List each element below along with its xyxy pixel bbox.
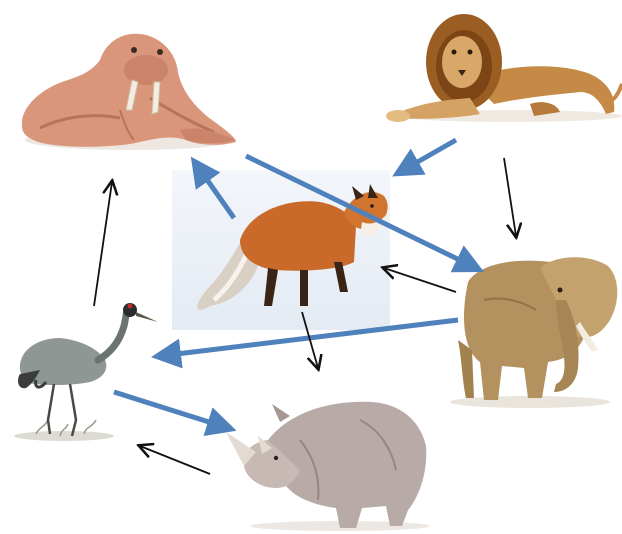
arrow-lion-to-fox — [400, 140, 456, 172]
elephant-icon — [450, 257, 617, 408]
arrow-crane-to-rhino — [114, 392, 228, 428]
crane-icon — [14, 303, 158, 441]
walrus-icon — [22, 34, 236, 150]
arrow-lion-to-elephant — [504, 158, 516, 236]
arrow-elephant-to-fox — [384, 268, 456, 292]
arrow-rhino-to-crane — [140, 446, 210, 474]
arrow-crane-to-walrus — [94, 182, 112, 306]
rhino-icon — [226, 402, 430, 531]
lion-icon — [386, 14, 622, 122]
